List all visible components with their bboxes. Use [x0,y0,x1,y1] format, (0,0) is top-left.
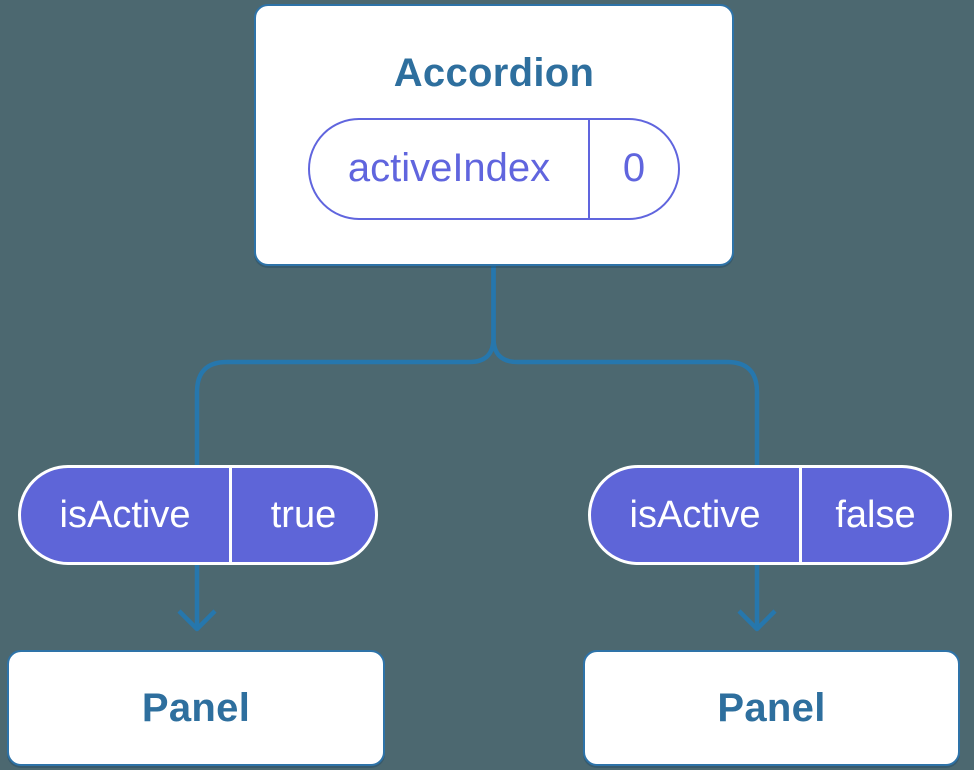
prop-pill-right: isActive false [588,465,952,565]
prop-value-label: true [229,468,375,562]
panel-card-left: Panel [7,650,385,766]
prop-pill-left: isActive true [18,465,378,565]
panel-card-right: Panel [583,650,960,766]
panel-title: Panel [717,685,826,730]
state-pill: activeIndex 0 [308,117,680,220]
prop-value-label: false [799,468,949,562]
prop-name-label: isActive [59,493,191,536]
state-value-label: 0 [588,119,678,218]
arrow-down-icon-right [737,609,777,632]
accordion-title: Accordion [393,50,595,95]
connector-left-branch [194,266,496,466]
connector-right-branch [491,266,760,466]
panel-title: Panel [141,685,251,730]
arrow-down-icon-left [177,609,217,632]
prop-name-label: isActive [629,493,761,536]
accordion-card: Accordion activeIndex 0 [254,4,734,266]
state-name-label: activeIndex [347,146,551,190]
